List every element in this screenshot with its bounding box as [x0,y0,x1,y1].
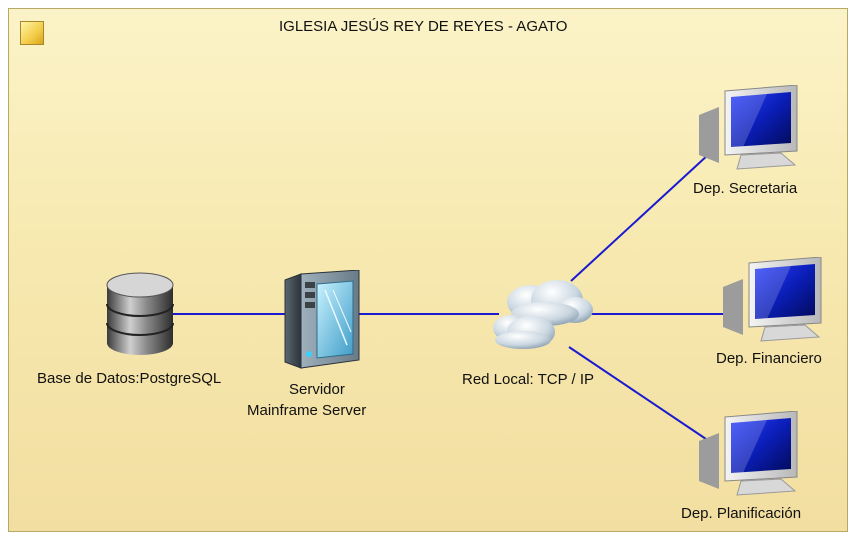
database-node[interactable] [101,271,179,364]
monitor-icon [699,84,798,170]
server-label-line2: Mainframe Server [247,402,367,419]
secretaria-label: Dep. Secretaria [693,180,798,197]
monitor-icon [699,410,798,496]
cloud-icon [493,280,593,349]
diagram-canvas: IGLESIA JESÚS REY DE REYES - AGATO Base … [8,8,848,532]
financiero-label: Dep. Financiero [716,350,822,367]
monitor-icon [723,256,822,342]
planificacion-label: Dep. Planificación [681,505,802,522]
database-label: Base de Datos:PostgreSQL [37,370,222,387]
connector-network-secretaria [570,153,710,282]
connector-network-planificacion [568,346,710,442]
network-label: Red Local: TCP / IP [462,371,595,388]
diagram-title: IGLESIA JESÚS REY DE REYES - AGATO [279,18,568,35]
connector-lines [169,153,729,442]
secretaria-node[interactable] [697,84,801,176]
network-node[interactable] [487,272,595,361]
financiero-node[interactable] [721,256,825,348]
server-label-line1: Servidor [289,381,345,398]
planificacion-node[interactable] [697,410,801,502]
database-icon [106,272,174,355]
server-node[interactable] [281,269,363,375]
note-icon[interactable] [20,21,44,45]
server-tower-icon [284,269,360,369]
